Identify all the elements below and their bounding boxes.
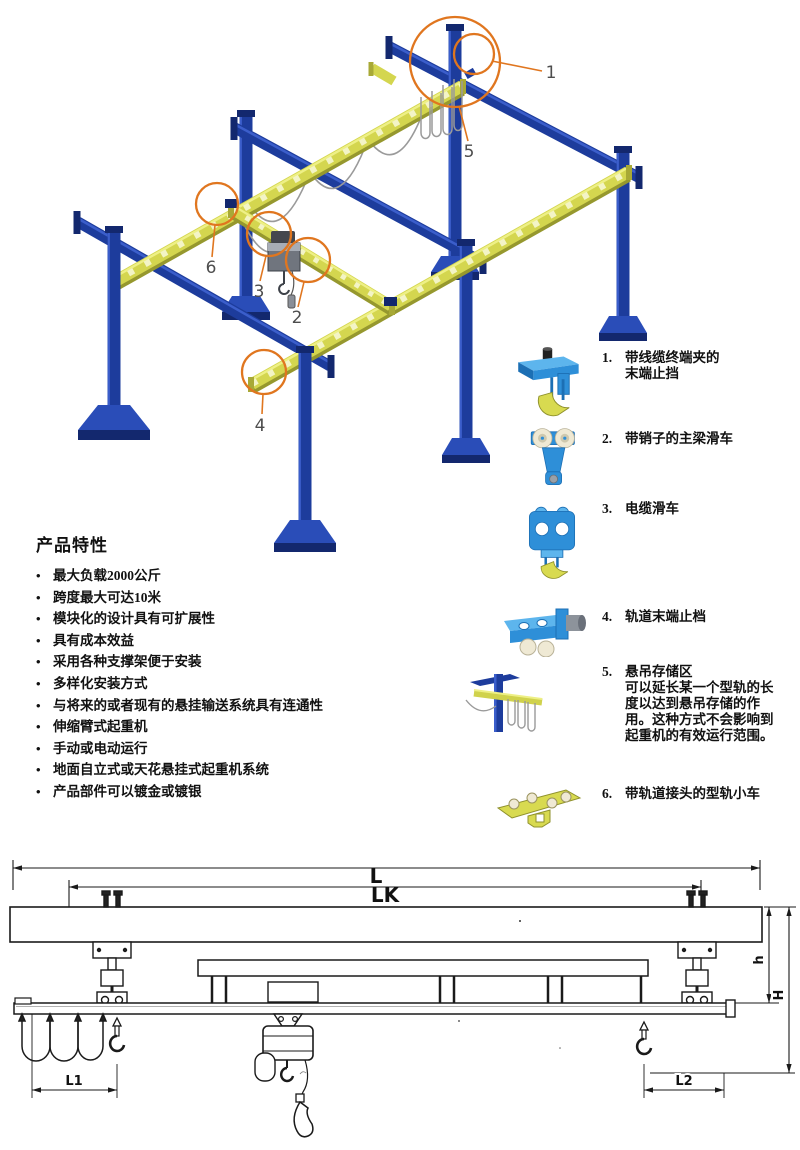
feature-item: •伸缩臂式起重机 xyxy=(36,716,466,738)
chain-hoist xyxy=(267,231,301,309)
callout-marks xyxy=(194,15,543,415)
header-beam-middle xyxy=(230,117,487,274)
dimension-arrowheads xyxy=(13,865,792,1093)
dim-label-H: H xyxy=(772,990,787,1001)
feature-item: •采用各种支撑架便于安装 xyxy=(36,651,466,673)
part-item-3: 3. 电缆滑车 xyxy=(602,501,679,516)
bridge-superstructure xyxy=(197,959,649,1003)
scan-specks xyxy=(299,1020,561,1075)
callout-1: 1 xyxy=(546,63,557,83)
part-item-4: 4. 轨道末端止档 xyxy=(602,609,706,624)
suspension-hanger-right xyxy=(677,890,717,1005)
callout-2: 2 xyxy=(292,308,303,328)
rail-stub xyxy=(368,62,397,86)
bullet-icon: • xyxy=(36,654,41,670)
features-list: •最大负载2000公斤 •跨度最大可达10米 •模块化的设计具有可扩展性 •具有… xyxy=(36,565,466,803)
bullet-icon: • xyxy=(36,719,41,735)
feature-item: •地面自立式或天花悬挂式起重机系统 xyxy=(36,759,466,781)
rail-trolley-with-joint-icon xyxy=(496,789,582,828)
callout-3: 3 xyxy=(254,282,265,302)
hoist-drawing xyxy=(254,1013,314,1138)
bullet-icon: • xyxy=(36,675,41,691)
part-item-2: 2. 带销子的主梁滑车 xyxy=(602,431,733,446)
dimension-drawing: L LK L1 L2 h H xyxy=(9,860,796,1138)
part-item-1: 1. 带线缆终端夹的 末端止挡 xyxy=(602,350,720,381)
callout-6: 6 xyxy=(206,258,217,278)
part-item-6: 6. 带轨道接头的型轨小车 xyxy=(602,786,760,801)
header-beam-back xyxy=(385,36,643,189)
column-front-center xyxy=(274,346,336,552)
feature-item: •与将来的或者现有的悬挂输送系统具有连通性 xyxy=(36,695,466,717)
feature-item: •产品部件可以镀金或镀银 xyxy=(36,781,466,803)
hook-left xyxy=(108,1016,126,1053)
dim-label-L: L xyxy=(370,864,383,888)
feature-item: •手动或电动运行 xyxy=(36,738,466,760)
bullet-icon: • xyxy=(36,740,41,756)
product-features-section: 产品特性 •最大负载2000公斤 •跨度最大可达10米 •模块化的设计具有可扩展… xyxy=(36,531,466,803)
parts-list: 1. 带线缆终端夹的 末端止挡 2. 带销子的主梁滑车 3. 电缆滑车 xyxy=(465,347,774,828)
bullet-icon: • xyxy=(36,697,41,713)
runway-rail-front xyxy=(248,165,632,394)
dim-label-LK: LK xyxy=(371,883,401,907)
feature-item: •具有成本效益 xyxy=(36,630,466,652)
bullet-icon: • xyxy=(36,762,41,778)
bullet-icon: • xyxy=(36,611,41,627)
bullet-icon: • xyxy=(36,589,41,605)
suspension-hanger-left xyxy=(92,890,132,1005)
suspended-storage-area-icon xyxy=(465,674,543,732)
cable-end-clamp-end-stop-icon xyxy=(518,347,579,417)
dim-label-h: h xyxy=(752,955,767,964)
bullet-icon: • xyxy=(36,568,41,583)
column-middle-right xyxy=(442,239,490,463)
runway-beam xyxy=(9,906,763,943)
speck xyxy=(519,920,521,922)
dimension-lines xyxy=(12,860,796,1098)
crane-bridge-rail xyxy=(225,199,397,315)
feature-item: •跨度最大可达10米 xyxy=(36,587,466,609)
feature-item: •最大负载2000公斤 xyxy=(36,565,466,587)
callout-5: 5 xyxy=(464,142,475,162)
dim-label-L2: L2 xyxy=(675,1074,692,1089)
feature-item: •模块化的设计具有可扩展性 xyxy=(36,608,466,630)
hook-right xyxy=(635,1020,653,1056)
bullet-icon: • xyxy=(36,632,41,648)
features-title: 产品特性 xyxy=(36,536,108,555)
feature-item: •多样化安装方式 xyxy=(36,673,466,695)
callout-4: 4 xyxy=(255,416,266,436)
festoon-loops-drawing xyxy=(17,1012,108,1062)
callout-numbers: 1 5 6 3 2 4 xyxy=(206,63,557,436)
crane-rail xyxy=(13,997,736,1018)
track-end-stop-icon xyxy=(504,608,586,657)
girder-trolley-with-pin-icon xyxy=(530,428,575,485)
festoon-loops xyxy=(420,79,463,140)
cable-trolley-icon xyxy=(528,506,576,579)
column-front-left xyxy=(78,226,150,440)
part-item-5: 5. 悬吊存储区 可以延长某一个型轨的长度以达到悬吊存储的作用。这种方式不会影响… xyxy=(602,664,774,743)
dim-label-L1: L1 xyxy=(65,1074,82,1089)
bullet-icon: • xyxy=(36,783,41,799)
crane-system-isometric-illustration: 1 5 6 3 2 4 xyxy=(73,15,647,552)
